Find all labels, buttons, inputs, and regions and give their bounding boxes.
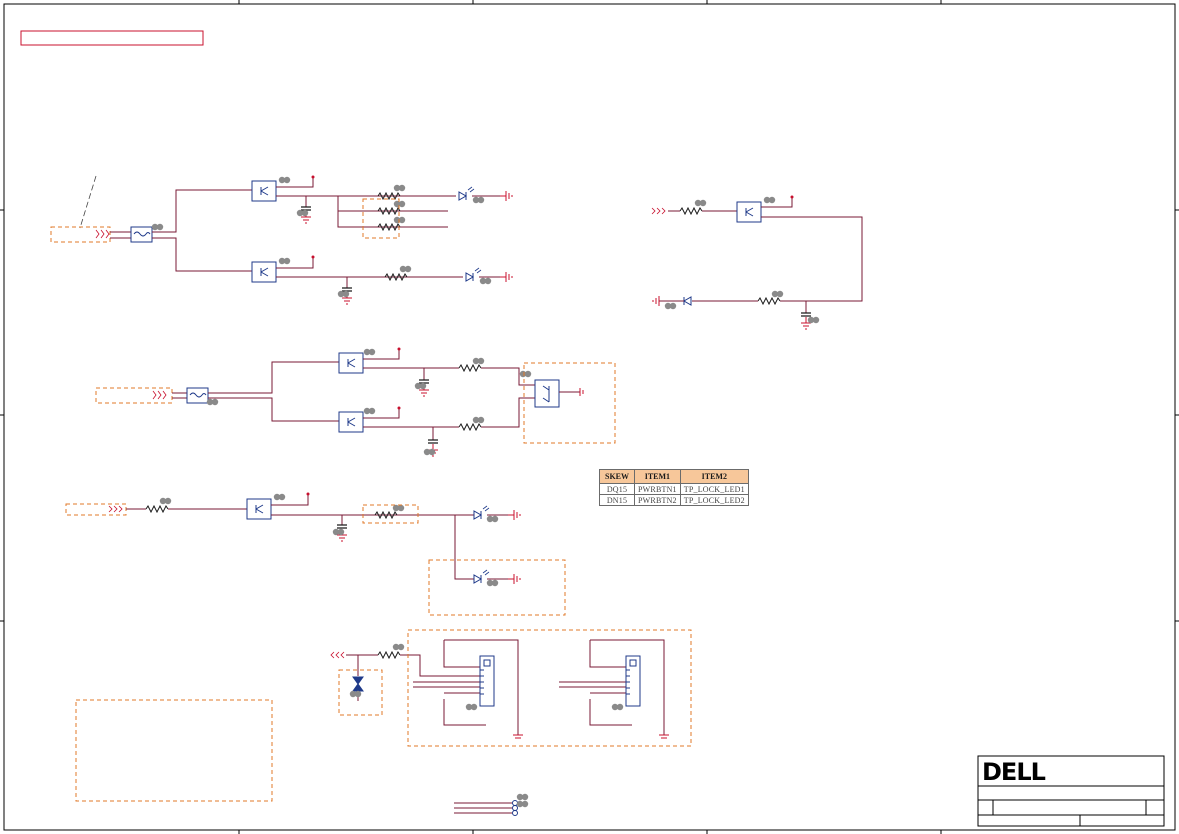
table-row: DN15 PWRBTN2 TP_LOCK_LED2 [598, 494, 749, 506]
table-cell: DN15 [598, 494, 636, 506]
table-header-item2: ITEM2 [679, 469, 749, 484]
title-block [977, 755, 1165, 827]
table-cell: DQ15 [598, 483, 636, 495]
section-led-switch [65, 492, 566, 616]
section-connectors [330, 629, 692, 747]
table-header-skew: SKEW [598, 469, 636, 484]
table-cell: PWRBTN1 [634, 483, 681, 495]
table-cell: TP_LOCK_LED2 [679, 494, 749, 506]
page-title-box [20, 30, 204, 46]
section-power-button-1 [50, 175, 513, 305]
table-cell: TP_LOCK_LED1 [679, 483, 749, 495]
notes-box [75, 699, 273, 802]
section-indicator-right [651, 195, 863, 330]
table-cell: PWRBTN2 [634, 494, 681, 506]
section-power-button-2 [95, 347, 616, 457]
skew-table: SKEW ITEM1 ITEM2 DQ15 PWRBTN1 TP_LOCK_LE… [598, 469, 749, 506]
dell-logo: DELL [982, 758, 1046, 786]
table-row: DQ15 PWRBTN1 TP_LOCK_LED1 [598, 483, 749, 495]
test-points [454, 793, 529, 816]
table-header-item1: ITEM1 [634, 469, 681, 484]
